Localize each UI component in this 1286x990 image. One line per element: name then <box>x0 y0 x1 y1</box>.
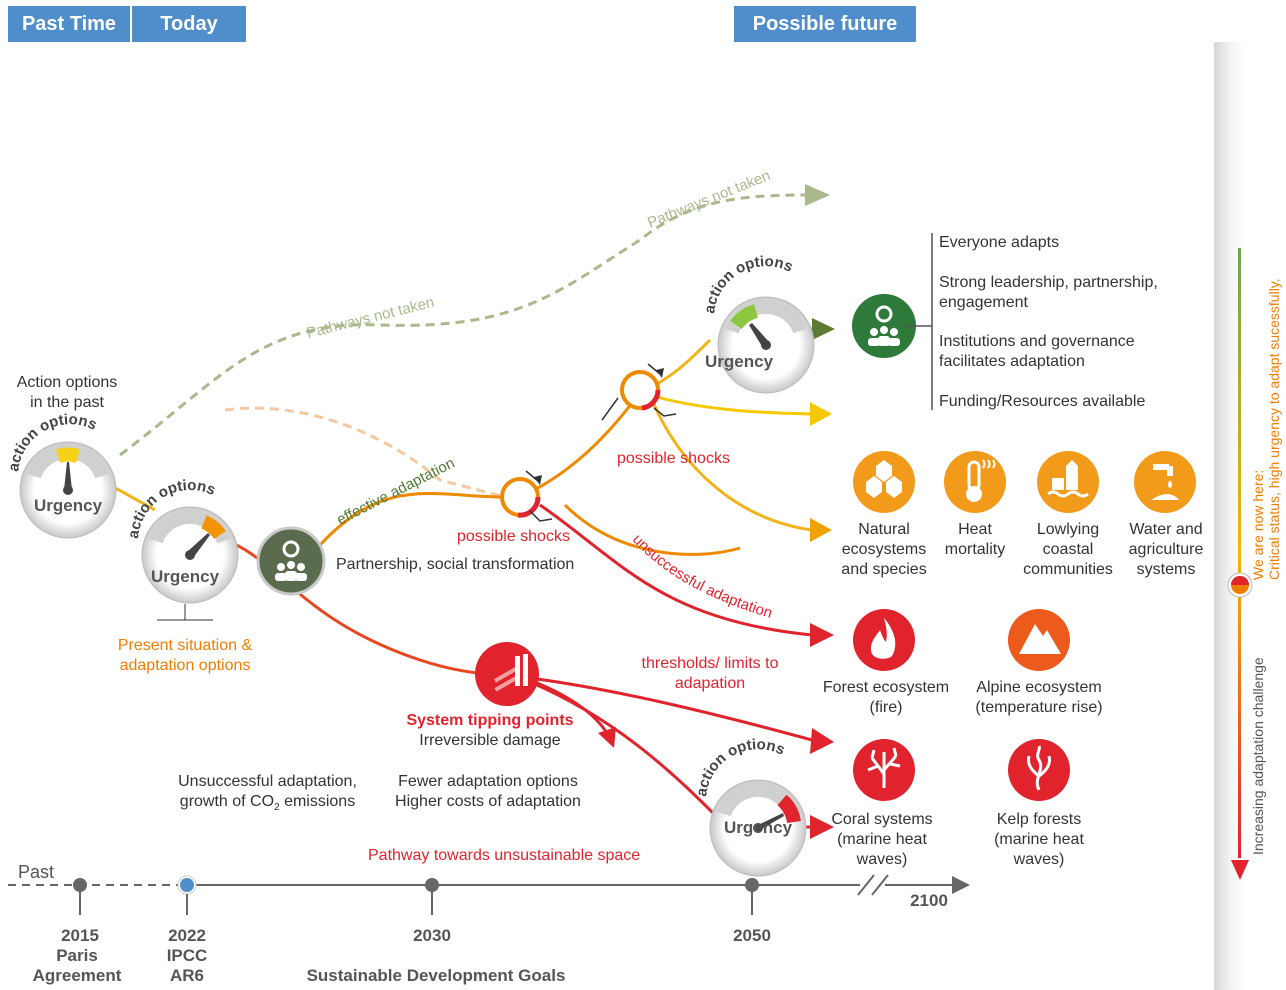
arrow-orange-icon <box>810 518 832 542</box>
timeline-arrow-icon <box>952 876 970 894</box>
arrow-success-icon <box>812 318 835 340</box>
unsuccessful-growth-sub: 2 <box>274 802 280 814</box>
pathways-not-taken-lower-label: Pathways not taken <box>305 294 436 342</box>
tipping-points-title: System tipping points <box>406 712 574 729</box>
arrow-yellow-icon <box>810 402 832 426</box>
unsustainable-label: Pathway towards unsustainable space <box>368 847 641 864</box>
arrow-not-taken-icon <box>805 184 830 206</box>
natural-ecosystems-label: Natural ecosystems and species <box>841 521 927 578</box>
pathway-unsuccessful <box>539 503 813 637</box>
fire-icon <box>853 609 915 671</box>
alpine-ecosystem-label: Alpine ecosystem (temperature rise) <box>975 679 1103 716</box>
timeline-marker-2030 <box>425 878 439 915</box>
pathway-effective-adaptation <box>318 492 521 547</box>
forest-ecosystem-label: Forest ecosystem (fire) <box>822 679 950 716</box>
year-2015: 2015 <box>61 926 99 945</box>
coral-systems-label: Coral systems (marine heat waves) <box>831 811 933 868</box>
coral-icon <box>853 739 915 801</box>
shock-icon-1 <box>500 470 553 522</box>
fewer-options-label: Fewer adaptation options Higher costs of… <box>378 772 598 812</box>
gauge-present <box>141 506 239 604</box>
unsuccessful-growth-b: growth of CO <box>179 793 275 810</box>
possible-shocks-1: possible shocks <box>457 528 570 545</box>
label-2022: IPCC AR6 <box>166 946 208 985</box>
year-2022: 2022 <box>168 926 206 945</box>
year-2050: 2050 <box>733 926 771 945</box>
gauge-future-critical <box>709 779 807 877</box>
gauge-future-urgency: Urgency <box>705 352 774 371</box>
sdg-label: Sustainable Development Goals <box>306 966 566 985</box>
gauge-critical-urgency: Urgency <box>724 818 793 837</box>
arrow-red-forest-icon <box>810 623 834 647</box>
partnership-icon <box>256 526 326 596</box>
header-possible-future: Possible future <box>734 6 916 42</box>
unsuccessful-adaptation-label: unsuccessful adaptation <box>629 531 774 622</box>
tipping-points-subtitle: Irreversible damage <box>419 732 561 749</box>
arrow-red-coral-icon <box>810 728 834 754</box>
possible-shocks-2: possible shocks <box>617 450 730 467</box>
thresholds-label: thresholds/ limits to adapation <box>641 655 779 692</box>
year-2030: 2030 <box>413 926 451 945</box>
unsuccessful-growth-a: Unsuccessful adaptation, <box>178 773 357 790</box>
arrow-red-coral2-icon <box>810 815 834 839</box>
effective-adaptation-label: effective adaptation <box>334 454 457 528</box>
pathway-not-taken-upper <box>119 193 806 457</box>
success-item-4: Funding/Resources available <box>939 393 1146 410</box>
water-tap-icon <box>1134 451 1196 513</box>
gauge-present-urgency: Urgency <box>151 567 220 586</box>
shock-icon-2 <box>601 363 677 421</box>
header-past-time: Past Time <box>8 6 130 42</box>
label-2015: Paris Agreement <box>32 946 122 985</box>
unsuccessful-growth-c: emissions <box>279 793 356 810</box>
we-are-here-marker-icon <box>1227 572 1253 598</box>
success-item-1: Everyone adapts <box>939 234 1060 251</box>
pathway-not-taken-lower <box>224 406 506 499</box>
tipping-point-icon <box>475 642 539 706</box>
heat-mortality-label: Heat mortality <box>944 521 1006 558</box>
timeline-marker-2022 <box>177 875 197 915</box>
side-critical: Critical status, high urgency to adapt s… <box>1266 278 1282 580</box>
timeline-past-label: Past <box>18 862 55 882</box>
success-item-2: Strong leadership, partnership, engageme… <box>939 274 1158 311</box>
higher-costs-text: Higher costs of adaptation <box>395 793 581 810</box>
side-now-here: We are now here: <box>1250 470 1266 580</box>
timeline-marker-2050 <box>745 878 759 915</box>
present-situation-label: Present situation & adaptation options <box>117 637 253 674</box>
gauge-future-success <box>717 296 815 394</box>
side-challenge: Increasing adaptation challenge <box>1250 657 1266 855</box>
kelp-forests-label: Kelp forests (marine heat waves) <box>994 811 1084 868</box>
side-bar-arrow-icon <box>1231 860 1249 880</box>
coastal-communities-label: Lowlying coastal communities <box>1023 521 1113 578</box>
ecosystems-icon <box>853 451 915 513</box>
gauge-past <box>19 441 117 539</box>
coastal-city-icon <box>1037 451 1099 513</box>
partnership-label: Partnership, social transformation <box>336 556 575 573</box>
gauge-past-urgency: Urgency <box>34 496 103 515</box>
success-community-icon <box>852 294 916 358</box>
success-item-3: Institutions and governance facilitates … <box>939 333 1135 370</box>
year-2100: 2100 <box>910 891 948 910</box>
action-options-past-label: Action options in the past <box>16 374 118 411</box>
mountain-icon <box>1008 609 1070 671</box>
header-today: Today <box>132 6 246 42</box>
pathways-not-taken-upper-label: Pathways not taken <box>645 167 773 232</box>
thermometer-icon <box>944 451 1006 513</box>
fewer-options-text: Fewer adaptation options <box>398 773 578 790</box>
side-bar-gradient-line <box>1238 248 1241 858</box>
kelp-icon <box>1008 739 1070 801</box>
water-agriculture-label: Water and agriculture systems <box>1128 521 1204 578</box>
timeline-marker-2015 <box>73 878 87 915</box>
unsuccessful-growth-label: Unsuccessful adaptation, growth of CO2 e… <box>160 772 375 818</box>
